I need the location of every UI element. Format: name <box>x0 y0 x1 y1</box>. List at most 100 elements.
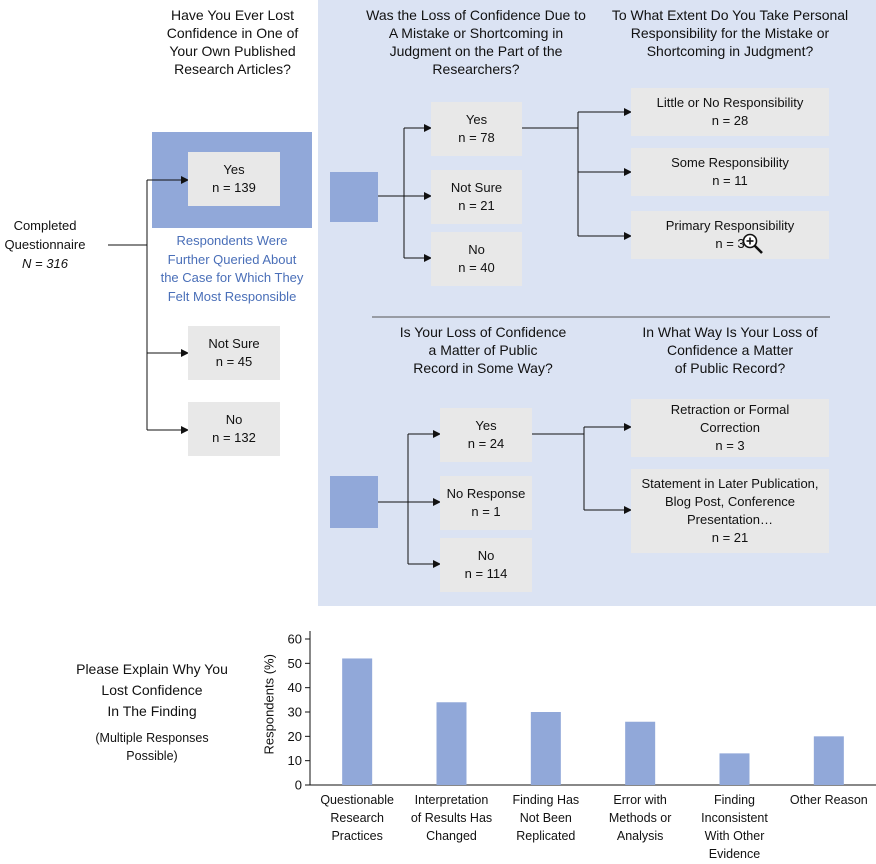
q5-statement-line: Blog Post, Conference <box>664 494 796 509</box>
q1-title: Have You Ever Lost Confidence in One of … <box>150 6 315 78</box>
q4-noresponse-n: n = 1 <box>471 504 501 519</box>
chart-category-line: Finding <box>714 793 755 807</box>
q3-primary-box: Primary Responsibility n = 3 <box>631 211 829 259</box>
explain-title-line: In The Finding <box>107 703 197 719</box>
q2-title-line: Was the Loss of Confidence Due to <box>366 7 586 23</box>
q1-yes-box: Yes n = 139 <box>188 152 280 206</box>
q2-notsure-n: n = 21 <box>458 198 495 213</box>
q2-title: Was the Loss of Confidence Due to A Mist… <box>356 6 596 78</box>
q1-no-n: n = 132 <box>212 430 256 445</box>
q2-yes-label: Yes <box>465 112 488 127</box>
q5-title-line: of Public Record? <box>674 360 786 376</box>
q4-noresponse-box: No Response n = 1 <box>440 476 532 530</box>
q4-noresponse-label: No Response <box>446 486 526 501</box>
q3-some-label: Some Responsibility <box>671 155 789 170</box>
q3-title-line: To What Extent Do You Take Personal <box>611 7 849 23</box>
q1-no-box: No n = 132 <box>188 402 280 456</box>
q1-yes-n: n = 139 <box>212 180 256 195</box>
q5-title: In What Way Is Your Loss of Confidence a… <box>630 323 830 377</box>
root-line2: Questionnaire <box>4 237 86 252</box>
q5-retraction-line: Correction <box>700 420 760 435</box>
zoom-cursor-icon <box>741 232 765 259</box>
chart-y-tick-label: 10 <box>288 753 302 768</box>
chart-category-line: Changed <box>426 829 477 843</box>
q4-no-n: n = 114 <box>464 566 508 581</box>
q1-notsure-n: n = 45 <box>215 354 253 369</box>
chart-category-line: Not Been <box>519 811 572 825</box>
q4-title: Is Your Loss of Confidence a Matter of P… <box>378 323 588 377</box>
q4-yes-label: Yes <box>475 418 497 433</box>
q2-yes-n: n = 78 <box>458 130 495 145</box>
q2-notsure-label: Not Sure <box>450 180 503 195</box>
q5-retraction-n: n = 3 <box>715 438 745 453</box>
chart-category-label: Other Reason <box>781 791 876 809</box>
chart-category-line: Methods or <box>608 811 672 825</box>
q1-notsure-label: Not Sure <box>208 336 260 351</box>
chart-category-line: Questionable <box>320 793 394 807</box>
explain-title-line: Lost Confidence <box>101 682 203 698</box>
chart-bar <box>342 658 373 785</box>
q4-no-box: No n = 114 <box>440 538 532 592</box>
note-line: Felt Most Responsible <box>167 288 297 304</box>
q3-title: To What Extent Do You Take Personal Resp… <box>600 6 860 60</box>
q3-primary-n: n = 3 <box>715 236 745 251</box>
q4-yes-box: Yes n = 24 <box>440 408 532 462</box>
chart-category-line: Analysis <box>616 829 664 843</box>
explain-sub-line: (Multiple Responses <box>95 731 209 745</box>
q2-notsure-box: Not Sure n = 21 <box>431 170 522 224</box>
chart-category-line: Inconsistent <box>701 811 768 825</box>
q3-some-box: Some Responsibility n = 11 <box>631 148 829 196</box>
q5-title-line: Confidence a Matter <box>666 342 794 358</box>
q2-yes-box: Yes n = 78 <box>431 102 522 156</box>
q3-title-line: Shortcoming in Judgment? <box>646 43 814 59</box>
q1-title-line: Confidence in One of <box>166 25 299 41</box>
chart-bar <box>719 753 750 785</box>
explain-title-line: Please Explain Why You <box>76 661 228 677</box>
chart-y-tick-label: 20 <box>288 729 302 744</box>
q1-yes-label: Yes <box>223 162 245 177</box>
chart-category-line: Evidence <box>708 847 761 861</box>
chart-y-tick-label: 40 <box>288 680 302 695</box>
q2-no-n: n = 40 <box>458 260 495 275</box>
chart-category-line: Interpretation <box>414 793 489 807</box>
chart-category-line: Replicated <box>516 829 576 843</box>
q3-little-label: Little or No Responsibility <box>656 95 804 110</box>
chart-bar <box>625 721 656 785</box>
q2-no-label: No <box>468 242 485 257</box>
chart-bar <box>813 736 844 785</box>
q2-title-line: A Mistake or Shortcoming in <box>388 25 564 41</box>
root-n: N = 316 <box>22 256 68 271</box>
q1-title-line: Have You Ever Lost <box>171 7 294 23</box>
chart-category-line: Error with <box>613 793 667 807</box>
chart-y-tick-label: 30 <box>288 705 302 720</box>
q3-little-n: n = 28 <box>711 113 749 128</box>
explain-sub-line: Possible) <box>126 749 178 763</box>
q2-title-line: Researchers? <box>432 61 520 77</box>
q1-no-label: No <box>225 412 243 427</box>
q3-some-n: n = 11 <box>712 173 748 188</box>
chart-category-line: Other Reason <box>789 793 868 807</box>
q5-retraction-box: Retraction or Formal Correction n = 3 <box>631 399 829 457</box>
q3-primary-label: Primary Responsibility <box>665 218 795 233</box>
explain-subtitle: (Multiple Responses Possible) <box>72 729 232 765</box>
root-node: Completed Questionnaire N = 316 <box>0 216 90 273</box>
q1-followup-note: Respondents Were Further Queried About t… <box>146 232 318 306</box>
chart-y-tick-label: 50 <box>288 656 302 671</box>
chart-bar <box>530 712 561 785</box>
q4-yes-n: n = 24 <box>467 436 505 451</box>
chart-category-line: Practices <box>331 829 383 843</box>
chart-bar <box>436 702 467 785</box>
q2-entry-marker <box>330 172 378 222</box>
note-line: Respondents Were <box>176 233 288 248</box>
q4-title-line: Is Your Loss of Confidence <box>399 324 567 340</box>
note-line: Further Queried About <box>167 251 297 267</box>
root-line1: Completed <box>13 218 77 233</box>
q4-no-label: No <box>477 548 495 563</box>
